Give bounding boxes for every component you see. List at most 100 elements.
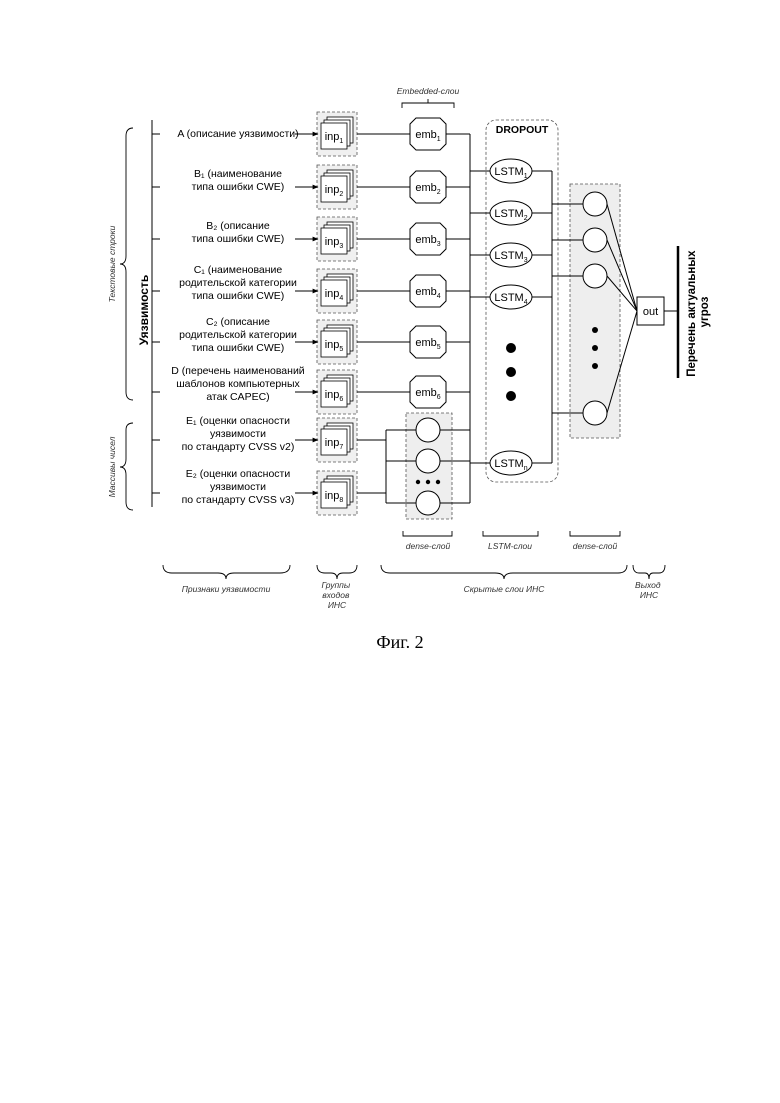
feature-label-2: B₁ (наименованиетипа ошибки CWE) — [192, 168, 285, 193]
feature-label-5: C₂ (описаниеродительской категориитипа о… — [179, 316, 297, 354]
input-group-5: inp5 — [317, 320, 357, 364]
embedding-label-4-subscript: 4 — [437, 293, 441, 300]
ann-output-label-line-2: ИНС — [640, 590, 659, 600]
dense-2-neuron — [583, 401, 607, 425]
signs-label: Признаки уязвимости — [182, 584, 271, 594]
text-strings-label: Текстовые строки — [107, 225, 117, 302]
lstm-label-5-subscript: n — [524, 465, 528, 472]
input-group-1: inp1 — [317, 112, 357, 156]
feature-label-line: по стандарту CVSS v2) — [182, 441, 295, 453]
input-group-2: inp2 — [317, 165, 357, 209]
feature-label-line: E₂ (оценки опасности — [186, 468, 291, 480]
embedding-label-4-base: emb — [415, 286, 436, 298]
lstm-label-1-subscript: 1 — [524, 173, 528, 180]
vulnerability-label: Уязвимость — [137, 275, 151, 345]
feature-label-line: по стандарту CVSS v3) — [182, 494, 295, 506]
lstm-label-5: LSTMn — [494, 458, 527, 472]
input-group-6: inp6 — [317, 370, 357, 414]
feature-label-line: B₂ (описание — [206, 220, 270, 232]
embedding-label-5-subscript: 5 — [437, 344, 441, 351]
feature-label-line: C₂ (описание — [206, 316, 270, 328]
lstm-ellipsis-dot — [506, 343, 516, 353]
dense-1-neuron — [416, 418, 440, 442]
feature-label-line: D (перечень наименований — [171, 365, 305, 377]
input-label-2-subscript: 2 — [339, 191, 343, 198]
embedding-label-3-subscript: 3 — [437, 241, 441, 248]
dense-layer-1-nodes — [416, 418, 440, 515]
embedding-label-1-base: emb — [415, 129, 436, 141]
input-label-8-base: inp — [325, 490, 340, 502]
feature-label-line: E₁ (оценки опасности — [186, 415, 290, 427]
input-groups: inp1inp2inp3inp4inp5inp6inp7inp8 — [317, 112, 357, 515]
out-label: out — [643, 306, 658, 318]
input-label-7-subscript: 7 — [339, 444, 343, 451]
feature-label-line: B₁ (наименование — [194, 168, 282, 180]
input-label-7-base: inp — [325, 437, 340, 449]
groups-label-line-2: входов — [322, 590, 350, 600]
feature-label-8: E₂ (оценки опасностиуязвимостипо стандар… — [182, 468, 295, 506]
lstm-nodes: LSTM1LSTM2LSTM3LSTM4LSTMn — [490, 159, 532, 475]
input-label-2-base: inp — [325, 184, 340, 196]
input-label-1-subscript: 1 — [339, 138, 343, 145]
dense-2-neuron — [583, 264, 607, 288]
embedding-label-6-subscript: 6 — [437, 394, 441, 401]
feature-label-1: A (описание уязвимости) — [177, 128, 298, 140]
ann-output-label-line-1: Выход — [635, 580, 661, 590]
dense-1-neuron — [416, 449, 440, 473]
lstm-label-4-base: LSTM — [494, 292, 523, 304]
output-label-line-2: угроз — [699, 296, 711, 327]
hidden-label: Скрытые слои ИНС — [464, 584, 546, 594]
number-arrays-label: Массивы чисел — [107, 436, 117, 497]
lstm-label-5-base: LSTM — [494, 458, 523, 470]
feature-label-6: D (перечень наименованийшаблонов компьют… — [171, 365, 305, 403]
hidden-brace — [381, 565, 627, 579]
lstm-label-4: LSTM4 — [494, 292, 527, 306]
groups-brace — [317, 565, 357, 579]
feature-label-line: типа ошибки CWE) — [192, 181, 285, 193]
feature-label-line: уязвимости — [210, 428, 266, 440]
dense-1-brace — [403, 531, 452, 536]
input-label-3-subscript: 3 — [339, 243, 343, 250]
groups-label-line-1: Группы — [322, 580, 351, 590]
embedding-label-2-base: emb — [415, 182, 436, 194]
groups-label: Группы входов ИНС — [322, 580, 353, 610]
signs-brace — [163, 565, 290, 579]
embedded-layers-label: Embedded-слои — [397, 86, 460, 96]
input-label-4-base: inp — [325, 288, 340, 300]
dense-ellipsis-dot — [416, 480, 420, 484]
feature-label-line: типа ошибки CWE) — [192, 342, 285, 354]
dense-1-neuron — [416, 491, 440, 515]
lstm-label-3-subscript: 3 — [524, 257, 528, 264]
lstm-label-1: LSTM1 — [494, 166, 527, 180]
groups-label-line-3: ИНС — [328, 600, 347, 610]
embedding-label-5-base: emb — [415, 337, 436, 349]
embedded-layers-brace — [402, 99, 454, 108]
figure-caption: Фиг. 2 — [376, 632, 423, 652]
embedding-label-2-subscript: 2 — [437, 189, 441, 196]
dense-layer-1-label: dense-слой — [406, 541, 451, 551]
feature-label-4: C₁ (наименованиеродительской категориити… — [179, 264, 297, 302]
feature-label-line: C₁ (наименование — [194, 264, 283, 276]
lstm-label-3: LSTM3 — [494, 250, 527, 264]
feature-label-line: шаблонов компьютерных — [176, 378, 300, 390]
embedding-nodes: emb1emb2emb3emb4emb5emb6 — [410, 118, 446, 408]
dense-2-neuron — [583, 192, 607, 216]
feature-label-3: B₂ (описаниетипа ошибки CWE) — [192, 220, 285, 245]
dense-ellipsis-dot — [592, 327, 598, 333]
lstm-label-3-base: LSTM — [494, 250, 523, 262]
dense-2-brace — [570, 531, 620, 536]
input-group-8: inp8 — [317, 471, 357, 515]
lstm-layers-label: LSTM-слои — [488, 541, 532, 551]
input-label-5-base: inp — [325, 339, 340, 351]
feature-label-line: типа ошибки CWE) — [192, 233, 285, 245]
input-label-1-base: inp — [325, 131, 340, 143]
dense-ellipsis-dot — [436, 480, 440, 484]
lstm-brace — [483, 531, 538, 536]
feature-label-7: E₁ (оценки опасностиуязвимостипо стандар… — [182, 415, 295, 453]
dense-2-neuron — [583, 228, 607, 252]
input-label-5-subscript: 5 — [339, 346, 343, 353]
feature-label-line: родительской категории — [179, 277, 297, 289]
input-group-3: inp3 — [317, 217, 357, 261]
dropout-label: DROPOUT — [496, 124, 549, 136]
